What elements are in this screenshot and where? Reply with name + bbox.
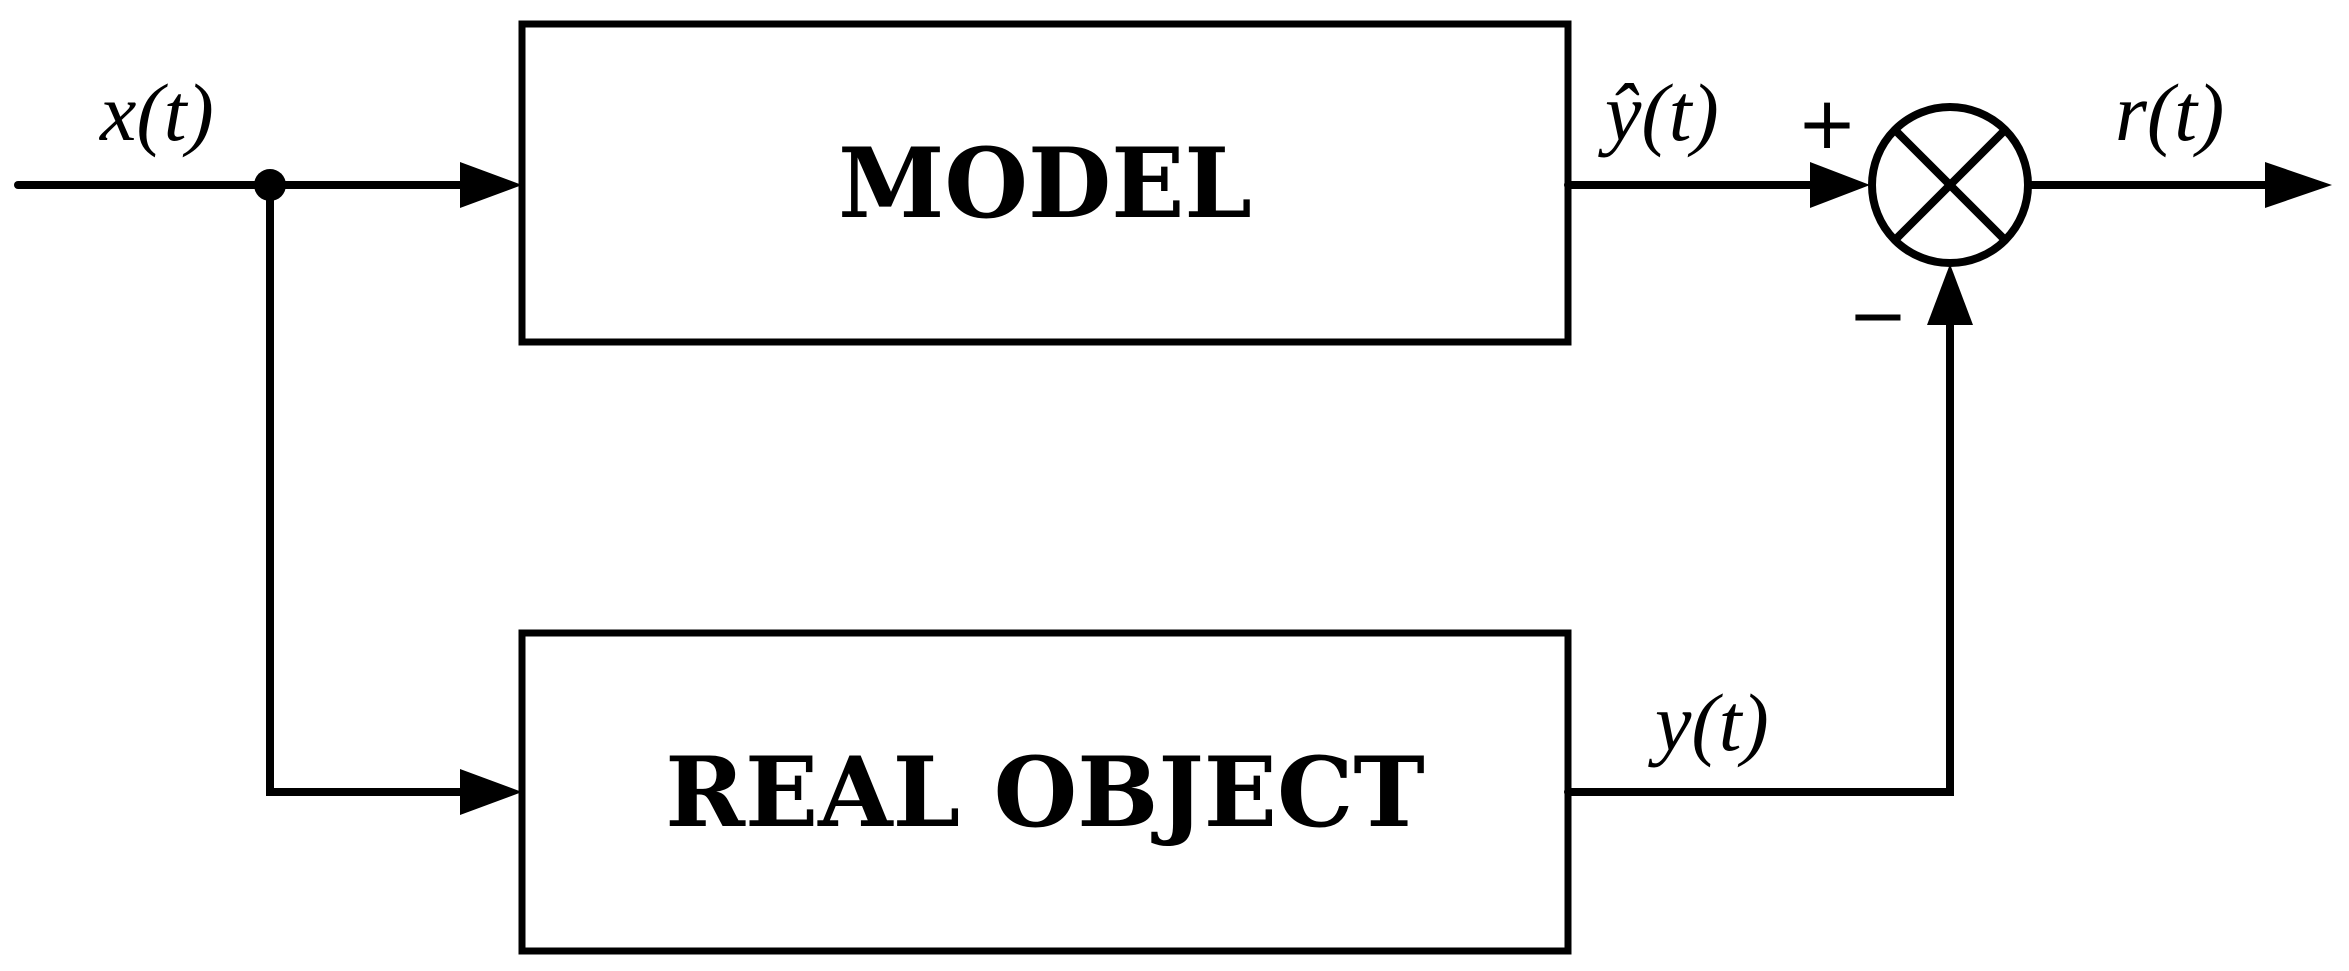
arrow-into-sum-plus [1810, 162, 1870, 208]
model-block-label: MODEL [838, 127, 1252, 240]
plus-sign-label: + [1797, 81, 1857, 165]
object-output-line [1564, 321, 1954, 796]
model-block [518, 20, 1572, 346]
label-input-signal: x(t) [99, 67, 214, 158]
real-object-block [518, 629, 1572, 955]
real-object-block-label: REAL OBJECT [665, 736, 1425, 849]
branch-line-to-real-object [266, 181, 464, 796]
label-object-output-signal: y(t) [1648, 677, 1769, 768]
arrow-residual-output [2265, 162, 2332, 208]
minus-sign-label: − [1848, 273, 1908, 357]
label-residual-signal: r(t) [2115, 67, 2224, 158]
arrow-into-real-object [460, 769, 522, 815]
summing-junction [1868, 103, 2032, 267]
arrow-into-sum-minus [1927, 264, 1973, 325]
label-model-output-signal: ŷ(t) [1598, 67, 1719, 158]
arrow-into-model [460, 162, 522, 208]
